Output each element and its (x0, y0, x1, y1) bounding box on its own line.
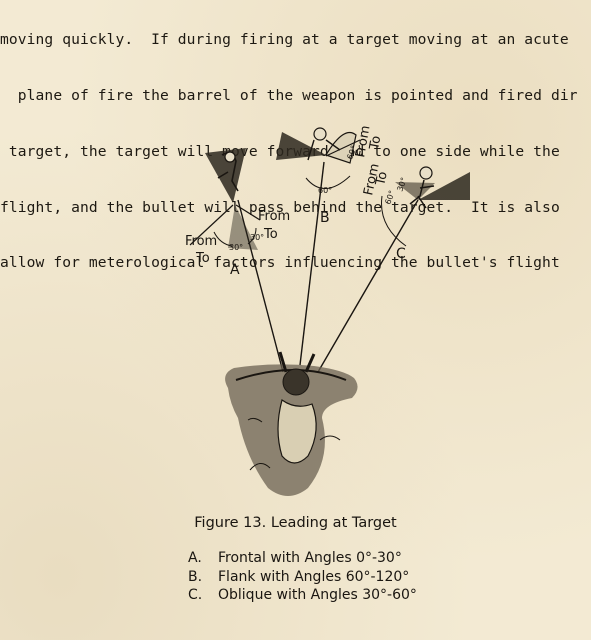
target-c-limbs (409, 179, 435, 209)
target-c-inner-sector (395, 182, 435, 200)
legend-text: Oblique with Angles 30°-60° (218, 587, 417, 603)
target-b-head (313, 127, 327, 141)
body-paragraph: moving quickly. If during firing at a ta… (0, 0, 591, 292)
target-a-arc-left (213, 231, 233, 247)
legend-letter: C. (188, 587, 203, 603)
target-a (189, 148, 261, 250)
sight-line-a (237, 199, 284, 373)
paragraph-line: moving quickly. If during firing at a ta… (0, 31, 569, 49)
legend-letter: A. (188, 550, 202, 566)
label-from-c: From (361, 162, 382, 197)
label-from-a-right: From (258, 209, 290, 224)
shooter-helmet (282, 368, 310, 396)
paragraph-line: allow for meterological factors influenc… (0, 254, 560, 272)
angle-c-outer: 60° (383, 189, 396, 205)
legend-letter: B. (188, 568, 203, 585)
target-a-to-line (235, 204, 261, 221)
legend-item: C. Oblique with Angles 30°-60° (188, 586, 417, 605)
target-c-head (419, 166, 433, 180)
target-b-figure (325, 131, 357, 164)
target-a-lower-sector (228, 205, 258, 250)
legend-item: B. Flank with Angles 60°-120° (188, 568, 417, 587)
label-from-b: From (353, 124, 373, 158)
target-c-arc (381, 195, 407, 247)
angle-a-right: 30° (250, 233, 264, 242)
label-from-a-left: From (185, 234, 217, 249)
figure-legend: A. Frontal with Angles 0°-30° B. Flank wit… (188, 549, 417, 605)
target-a-head (224, 151, 236, 163)
shooter-in-foxhole (225, 351, 358, 496)
target-b-to-line (325, 139, 361, 157)
legend-item: A. Frontal with Angles 0°-30° (188, 549, 417, 568)
legend-text: Flank with Angles 60°-120° (218, 568, 410, 585)
target-c-sector (418, 172, 470, 200)
legend-text: Frontal with Angles 0°-30° (218, 550, 402, 566)
sight-line-c (317, 199, 419, 373)
label-c: C (396, 246, 406, 262)
label-to-a-left: To (195, 251, 210, 266)
target-b-limbs (307, 139, 341, 161)
target-a-from-line (189, 204, 234, 246)
label-b: B (320, 210, 330, 226)
target-c (381, 166, 470, 247)
target-b (276, 127, 361, 189)
angle-b-left: 60° (318, 186, 332, 195)
paragraph-line: plane of fire the barrel of the weapon i… (0, 86, 578, 104)
label-to-b: To (367, 135, 384, 152)
label-a: A (230, 262, 240, 278)
paragraph-line: flight, and the bullet will pass behind … (0, 198, 560, 216)
shooter-body (277, 399, 317, 464)
label-to-c: To (373, 170, 391, 188)
target-b-sector (276, 132, 326, 160)
sight-lines (237, 161, 419, 373)
target-a-arc-right (247, 227, 257, 245)
figure-caption: Figure 13. Leading at Target (194, 515, 397, 531)
foxhole-texture (247, 417, 341, 471)
label-to-a-right: To (263, 227, 278, 242)
target-b-arc (305, 175, 351, 189)
sight-line-b (299, 161, 325, 366)
angle-a-left: 30° (229, 243, 243, 252)
rifle-barrels (278, 351, 316, 373)
